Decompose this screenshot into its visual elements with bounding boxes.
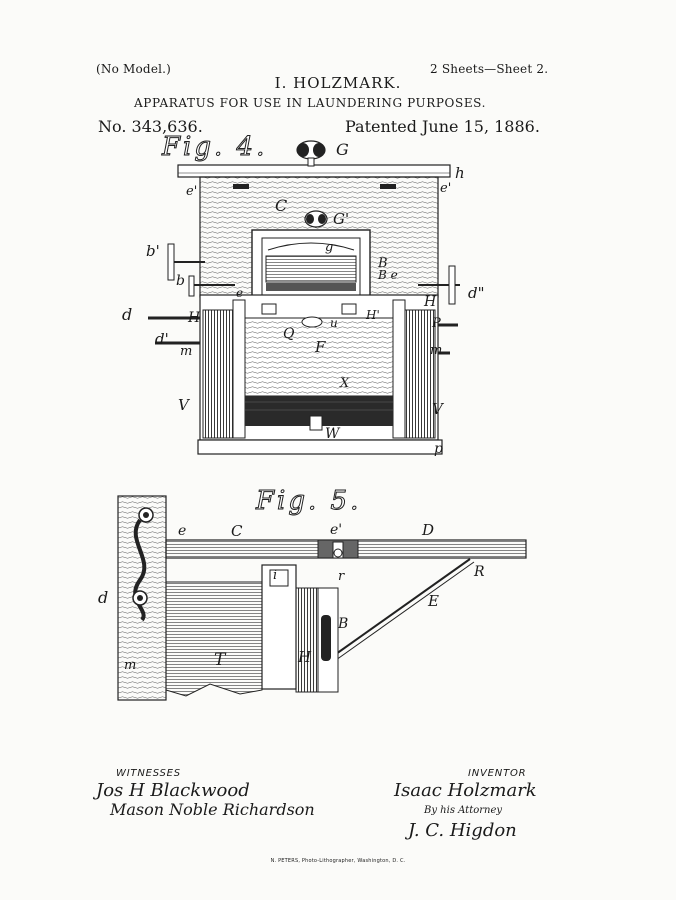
fig5-ref-e-prime: e' [330,522,343,538]
patent-date: Patented June 15, 1886. [345,117,540,136]
fig5-ref-T: T [214,650,226,670]
model-note: (No Model.) [96,62,172,76]
inventor-label: INVENTOR [468,768,527,779]
inventor-name: I. HOLZMARK. [274,74,402,92]
fig4-ref-m-right: m [430,343,443,358]
witness-signature-2: Mason Noble Richardson [110,800,315,819]
fig4-ref-e-prime-left: e' [186,184,198,199]
fig4-ref-X: X [340,376,350,391]
fig4-ref-G-prime: G' [333,210,350,228]
fig4-ref-b-prime: b' [146,242,160,260]
fig5-ref-B: B [338,616,349,632]
fig4-ref-h: h [455,164,465,182]
fig4-ref-d: d [122,305,133,324]
fig4-ref-p: p [434,441,443,457]
fig4-ref-e: e [236,286,244,300]
fig4-ref-V-left: V [178,396,189,414]
fig4-ref-C: C [275,196,288,215]
fig4-ref-V-right: V [432,400,443,418]
fig4-ref-e-prime-right: e' [440,181,452,196]
fig4-ref-m-left: m [180,344,193,359]
patent-number: No. 343,636. [98,117,203,136]
fig4-ref-B-e: B e [378,268,398,282]
fig5-ref-H: H [298,648,312,666]
fig4-ref-G: G [336,140,349,159]
fig4-ref-b: b [176,273,185,289]
fig5-ref-D: D [422,521,435,539]
patent-title: APPARATUS FOR USE IN LAUNDERING PURPOSES… [134,96,486,110]
fig5-drawing [117,495,527,701]
fig4-ref-H-right: H [424,294,437,310]
fig4-ref-P: P [432,316,441,331]
fig4-ref-u: u [330,316,338,330]
printer-credit: N. PETERS, Photo-Lithographer, Washingto… [270,858,406,864]
fig5-ref-E: E [428,592,439,610]
fig4-ref-B: B [378,256,388,271]
fig4-ref-d-prime: d' [155,330,169,348]
fig5-ref-e: e [178,523,187,539]
by-attorney: By his Attorney [424,805,503,816]
fig4-ref-Q: Q [283,326,295,342]
fig5-ref-m: m [124,658,137,673]
fig5-ref-i: i [273,568,278,583]
fig5-ref-C: C [231,522,243,540]
inventor-signature: Isaac Holzmark [394,780,537,801]
fig5-ref-r: r [338,569,345,584]
fig4-ref-W: W [325,426,340,442]
fig4-ref-F: F [315,338,326,356]
fig4-label: Fig. 4. [161,132,268,163]
fig4-ref-H-left: H [188,310,201,326]
fig4-ref-g: g [325,240,334,255]
fig5-label: Fig. 5. [255,486,362,517]
witness-signature-1: Jos H Blackwood [96,780,250,801]
attorney-signature: J. C. Higdon [408,820,517,841]
fig4-ref-H-prime: H' [366,308,380,322]
fig4-ref-d-double-prime: d" [468,284,485,302]
sheet-number: 2 Sheets—Sheet 2. [430,62,549,76]
fig5-ref-d: d [98,588,109,607]
witnesses-label: WITNESSES [116,768,181,779]
fig5-ref-R: R [474,564,485,580]
